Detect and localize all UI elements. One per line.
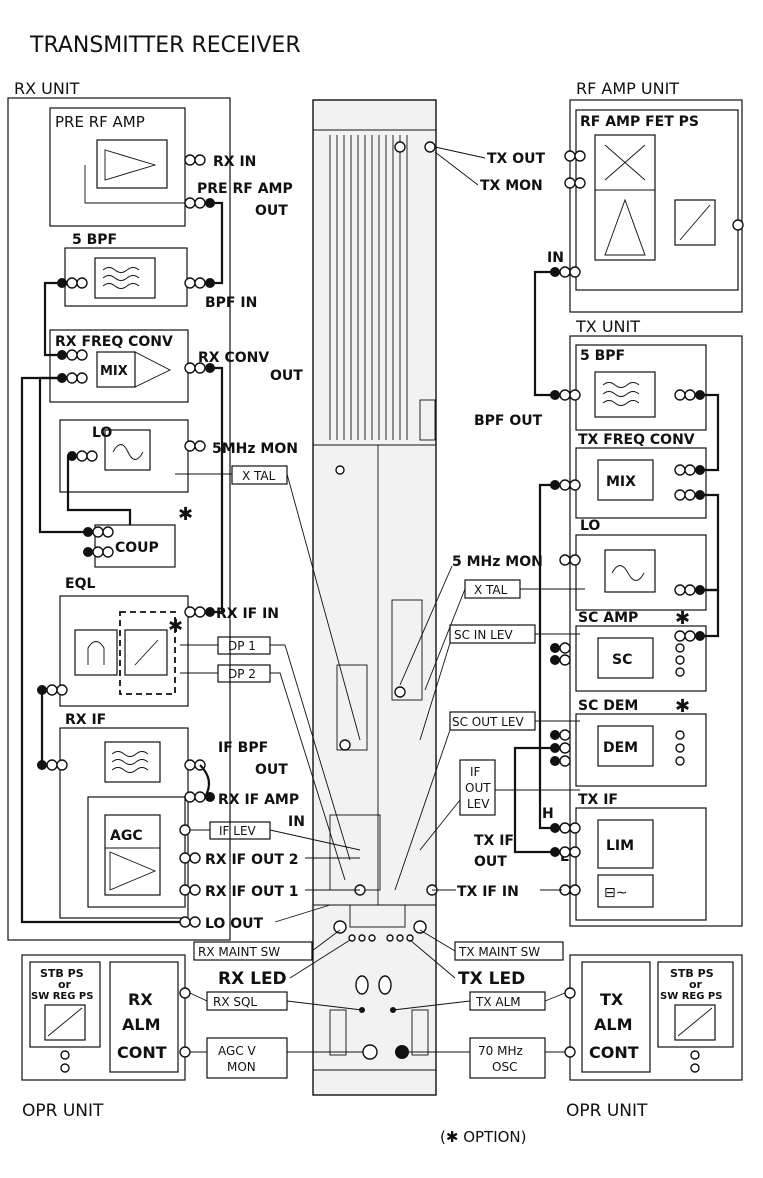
eql-label: EQL (65, 576, 95, 592)
if-bpf-out-label: IF BPF (218, 740, 268, 756)
tx-xtal-label: X TAL (474, 583, 508, 597)
agc-label: AGC (110, 828, 143, 844)
center-chassis (312, 99, 438, 1096)
opr-unit-left-title: OPR UNIT (22, 1101, 104, 1121)
dem-label: DEM (603, 740, 638, 756)
rx-conv-out-label-2: OUT (270, 368, 303, 384)
rx-alm-cont-label-2: ALM (122, 1015, 161, 1034)
rf-amp-unit: RF AMP UNIT RF AMP FET PS TX OUT TX MON … (434, 79, 744, 313)
rx-if-out1-label: RX IF OUT 1 (205, 884, 299, 900)
if-out-lev-label: IF (470, 765, 481, 779)
if-lev-label: IF LEV (219, 824, 257, 838)
coup-label: COUP (115, 540, 159, 556)
rx-sql-label: RX SQL (213, 995, 257, 1009)
rx-conv-out-label: RX CONV (198, 350, 269, 366)
dp1-label: DP 1 (228, 639, 256, 653)
tx-alm-cont-label: TX (600, 990, 624, 1009)
tx-mon-label: TX MON (480, 178, 543, 194)
tx-out-label: TX OUT (487, 151, 545, 167)
tx-lo-label: LO (580, 518, 600, 534)
sc-amp-label: SC AMP (578, 610, 638, 626)
tx-if-out-label-2: OUT (474, 854, 507, 870)
opr-unit-left: STB PS or SW REG PS RX ALM CONT OPR UNIT (21, 954, 208, 1121)
rx-lo-label: LO (92, 425, 112, 441)
rf-amp-unit-title: RF AMP UNIT (576, 79, 679, 98)
svg-text:✱: ✱ (675, 696, 690, 717)
rf-amp-fet-ps-label: RF AMP FET PS (580, 114, 699, 130)
option-note: (✱ OPTION) (440, 1128, 527, 1146)
diagram-title: TRANSMITTER RECEIVER (29, 33, 301, 58)
pre-rf-amp-label: PRE RF AMP (55, 113, 145, 131)
rx-if-amp-in-label: RX IF AMP (218, 792, 299, 808)
tx-alm-cont-label-3: CONT (589, 1043, 639, 1062)
lo-out-label: LO OUT (205, 916, 263, 932)
tx-if-in-label: TX IF IN (457, 884, 519, 900)
tx-unit-title: TX UNIT (575, 317, 640, 336)
rf-in-label: IN (547, 250, 564, 266)
osc-label-2: OSC (492, 1060, 517, 1074)
rx-unit: RX UNIT PRE RF AMP RX IN PRE RF AMP OUT … (7, 79, 361, 941)
rx-in-label: RX IN (213, 154, 256, 170)
svg-text:✱: ✱ (168, 616, 183, 637)
sc-dem-label: SC DEM (578, 698, 638, 714)
pre-rf-amp-block (49, 107, 186, 227)
rx-maint-sw-label: RX MAINT SW (198, 945, 280, 959)
lim-label: LIM (606, 838, 634, 854)
tx-unit: TX UNIT 5 BPF BPF OUT TX FREQ CONV MIX L… (394, 270, 743, 927)
osc-label: 70 MHz (478, 1044, 523, 1058)
opr-left-stb-label: STB PS (40, 967, 84, 980)
if-bpf-out-label-2: OUT (255, 762, 288, 778)
rx-if-label: RX IF (65, 712, 106, 728)
tx-led-label: TX LED (458, 969, 525, 989)
svg-text:✱: ✱ (675, 608, 690, 629)
tx-5mhz-mon-label: 5 MHz MON (452, 554, 543, 570)
svg-text:⊟∼: ⊟∼ (604, 885, 627, 901)
tx-alm-cont-label-2: ALM (594, 1015, 633, 1034)
rx-5mhz-mon-label: 5MHz MON (212, 441, 298, 457)
opr-right-stb-label-3: SW REG PS (660, 991, 722, 1002)
rx-freq-conv-label: RX FREQ CONV (55, 334, 173, 350)
rx-alm-cont-label-3: CONT (117, 1043, 167, 1062)
rx-alm-cont-label: RX (128, 990, 153, 1009)
tx-mix-label: MIX (606, 474, 636, 490)
tx-alm-label: TX ALM (475, 995, 521, 1009)
sc-out-lev-label: SC OUT LEV (452, 715, 524, 729)
tx-freq-conv-label: TX FREQ CONV (578, 432, 695, 448)
opr-left-stb-label-3: SW REG PS (31, 991, 93, 1002)
tx-if-label: TX IF (578, 792, 618, 808)
sc-in-lev-label: SC IN LEV (454, 628, 513, 642)
sc-label: SC (612, 652, 632, 668)
opr-right-stb-label-2: or (689, 978, 703, 991)
center-labels: RX MAINT SW TX MAINT SW RX LED TX LED RX… (193, 929, 564, 1079)
tx-maint-sw-label: TX MAINT SW (458, 945, 540, 959)
opr-unit-right-title: OPR UNIT (566, 1101, 648, 1121)
opr-unit-right: TX ALM CONT STB PS or SW REG PS OPR UNIT (544, 954, 743, 1121)
tx-if-out-label: TX IF (474, 833, 514, 849)
rx-if-out2-label: RX IF OUT 2 (205, 852, 299, 868)
tx-bpf-label: 5 BPF (580, 348, 625, 364)
rx-if-in-label: RX IF IN (216, 606, 279, 622)
svg-text:✱: ✱ (178, 504, 193, 525)
if-out-lev-label-3: LEV (467, 797, 490, 811)
opr-left-stb-label-2: or (58, 978, 72, 991)
agc-v-mon-label: AGC V (218, 1044, 256, 1058)
rx-mix-label: MIX (100, 364, 128, 379)
rx-led-label: RX LED (218, 969, 287, 989)
bpf-in-label: BPF IN (205, 295, 257, 311)
rx-xtal-label: X TAL (242, 469, 276, 483)
rx-if-amp-in-label-2: IN (288, 814, 305, 830)
rx-bpf-label: 5 BPF (72, 232, 117, 248)
pre-rf-amp-out-label: PRE RF AMP (197, 181, 293, 197)
opr-right-stb-label: STB PS (670, 967, 714, 980)
dp2-label: DP 2 (228, 667, 256, 681)
if-out-lev-label-2: OUT (465, 781, 491, 795)
bpf-out-label: BPF OUT (474, 413, 543, 429)
rx-unit-title: RX UNIT (14, 79, 80, 98)
agc-v-mon-label-2: MON (227, 1060, 256, 1074)
pre-rf-amp-out-label-2: OUT (255, 203, 288, 219)
h-label: H (542, 806, 554, 822)
